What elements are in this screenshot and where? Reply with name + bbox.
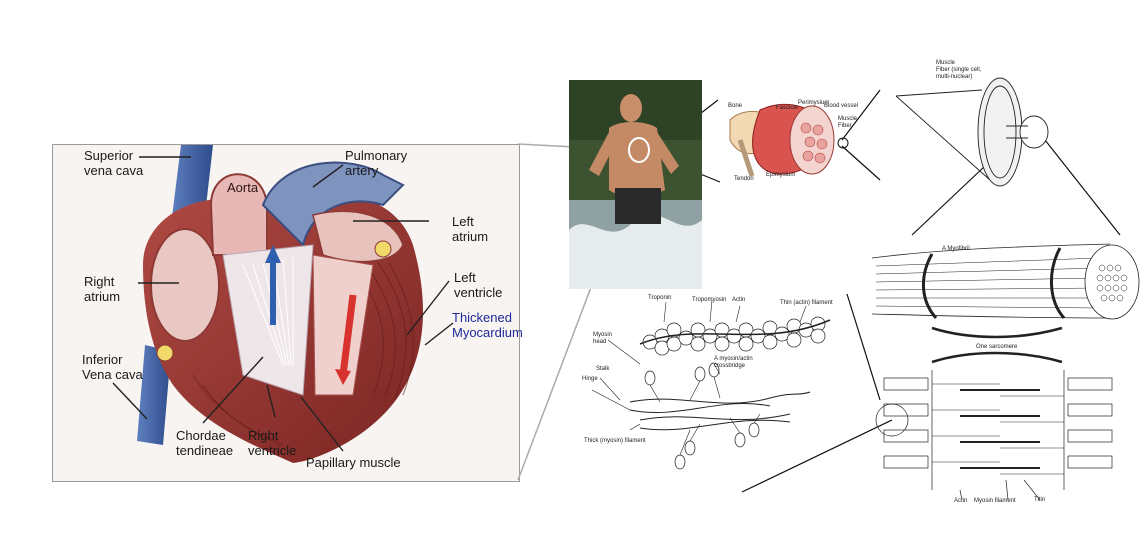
label-fascicle: Fascicle	[776, 105, 799, 111]
runner-photo	[569, 80, 702, 289]
runner-shorts	[615, 188, 661, 224]
label-one-sarcomere: One sarcomere	[976, 344, 1018, 350]
label-aorta: Aorta	[227, 180, 259, 195]
label-muscle-fiber-single-cell: Muscle Fiber (single cell, multi-nuclear…	[936, 60, 982, 80]
label-thick-filament: Thick (myosin) filament	[584, 438, 646, 444]
label-actin-filament: Actin	[732, 297, 746, 303]
label-superior-vena-cava: Superior vena cava	[84, 148, 144, 178]
label-tendon: Tendon	[734, 176, 754, 182]
label-inferior-vena-cava: Inferior Vena cava	[82, 352, 143, 382]
label-stalk: Stalk	[596, 366, 610, 372]
inferior-vena-cava-shape	[137, 345, 171, 445]
aorta-shape	[209, 173, 268, 256]
label-actin-sarcomere: Actin	[954, 498, 968, 504]
label-blood-vessel: Blood vessel	[824, 103, 859, 109]
label-chordae-tendineae: Chordae tendineae	[176, 428, 234, 458]
label-myofibril: A Myofibril	[942, 246, 970, 252]
label-myosin-filament: Myosin filament	[974, 498, 1016, 504]
heart-illustration	[112, 145, 454, 463]
magnify-circle	[628, 137, 650, 163]
label-thickened-myocardium: Thickened Myocardium	[452, 310, 523, 340]
label-tropomyosin: Tropomyosin	[692, 297, 727, 303]
label-epimysium: Epimysium	[766, 172, 796, 178]
label-hinge: Hinge	[582, 376, 598, 382]
valve-shape	[156, 344, 174, 362]
chordae-lines	[242, 257, 294, 366]
label-pulmonary-artery: Pulmonary artery	[345, 148, 408, 178]
label-left-atrium: Left atrium	[452, 214, 489, 244]
red-flow-arrow	[339, 294, 357, 376]
label-right-ventricle: Right ventricle	[248, 428, 297, 458]
label-bone: Bone	[728, 103, 743, 109]
label-perimysium: Perimysium	[798, 100, 830, 106]
label-right-atrium: Right atrium	[84, 274, 121, 304]
valve-shape	[374, 240, 392, 258]
label-myosin-head: Myosin head	[593, 332, 613, 345]
heart-panel	[52, 144, 520, 482]
label-crossbridge: A myosin/actin crossbridge	[714, 356, 753, 369]
label-left-ventricle: Left ventricle	[454, 270, 503, 300]
left-ventricle-cavity	[312, 254, 374, 396]
runner-torso	[609, 122, 665, 196]
label-muscle-fiber: Muscle Fiber	[838, 116, 858, 129]
label-titin: Titin	[1034, 497, 1046, 503]
right-atrium-shape	[150, 228, 220, 342]
label-thin-filament: Thin (actin) filament	[780, 300, 833, 306]
label-troponin: Troponin	[648, 295, 672, 301]
label-papillary-muscle: Papillary muscle	[306, 455, 401, 470]
runner-head	[620, 94, 642, 122]
heart-pointer-lines	[112, 156, 454, 452]
